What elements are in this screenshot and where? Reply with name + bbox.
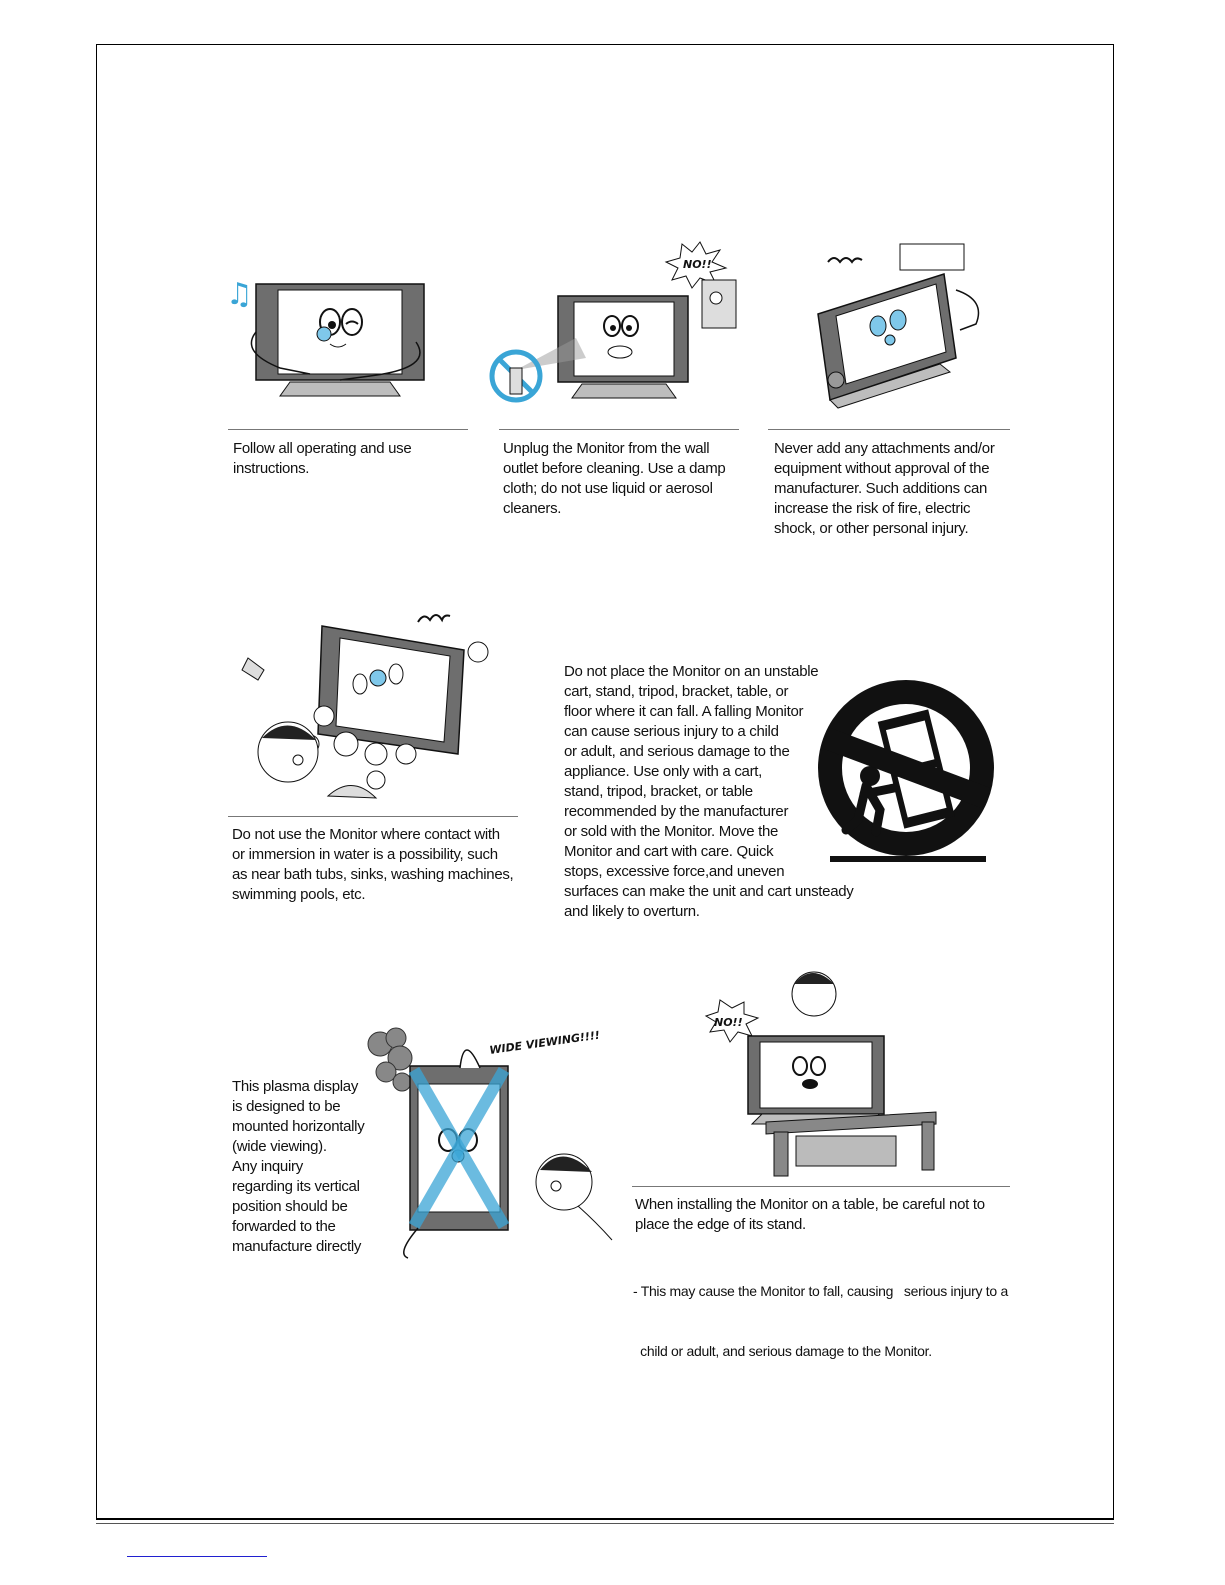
cart-tip-over-warning-icon — [818, 680, 994, 862]
divider — [632, 1186, 1010, 1187]
wide-viewing-caption: WIDE VIEWING!!!! — [489, 1029, 601, 1057]
instruction-text-water: Do not use the Monitor where contact wit… — [232, 826, 514, 903]
no-badge-text: NO!! — [683, 258, 712, 271]
divider — [768, 429, 1010, 430]
no-badge-text: NO!! — [714, 1016, 743, 1029]
instruction-text-cleaning: Unplug the Monitor from the wall outlet … — [503, 440, 726, 517]
spray-bottle-warning-icon — [489, 349, 543, 403]
illustration-vertical-mount-warning: WIDE VIEWING!!!! — [367, 1027, 613, 1259]
divider — [228, 816, 518, 817]
footer-link-underline — [127, 1556, 267, 1557]
instruction-text-unstable-cart: Do not place the Monitor on an unstable … — [564, 663, 854, 920]
illustration-operating-instructions: ♫ — [226, 277, 425, 397]
instruction-text-attachments: Never add any attachments and/or equipme… — [774, 440, 995, 537]
illustration-water-hazard — [241, 614, 489, 799]
illustration-no-attachments — [817, 243, 980, 409]
divider — [499, 429, 739, 430]
instruction-text-table-edge: When installing the Monitor on a table, … — [635, 1196, 985, 1233]
page-bottom-rule — [96, 1519, 1114, 1524]
illustration-unplug-before-cleaning: NO!! — [489, 241, 737, 403]
page-frame — [96, 44, 1114, 1519]
music-note-icon: ♫ — [226, 277, 253, 312]
instruction-text-wide-viewing: This plasma display is designed to be mo… — [232, 1078, 365, 1255]
instruction-text-operating: Follow all operating and use instruction… — [233, 440, 412, 477]
illustration-table-edge-warning: NO!! — [704, 971, 937, 1177]
divider — [228, 429, 468, 430]
instruction-note-table-edge: - This may cause the Monitor to fall, ca… — [633, 1283, 1008, 1359]
